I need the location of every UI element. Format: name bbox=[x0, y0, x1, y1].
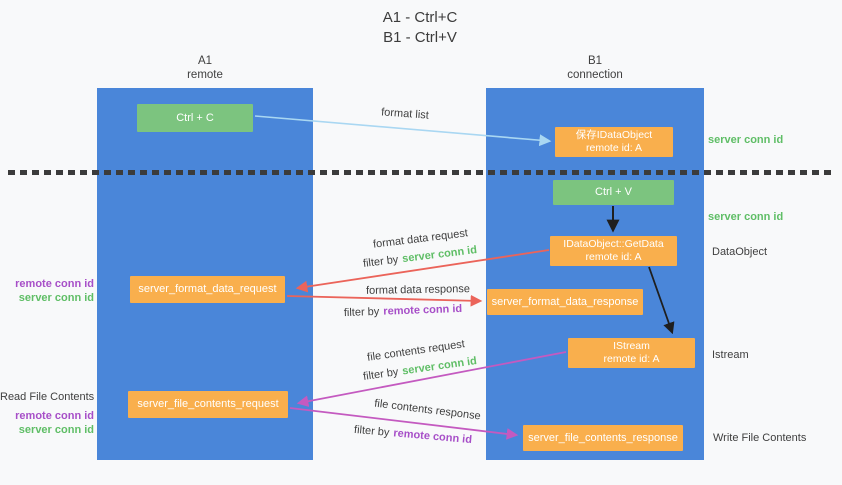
format-data-response-label: format data response bbox=[365, 283, 471, 297]
ctrl-v-label: Ctrl + V bbox=[595, 186, 632, 198]
session-divider-dotted-line bbox=[8, 170, 836, 175]
left-remote-conn-id-label-2: remote conn id bbox=[15, 410, 94, 422]
dataobject-label: DataObject bbox=[712, 246, 768, 258]
lifeline-b1-role: connection bbox=[567, 69, 623, 81]
remote-conn-id-text: remote conn id bbox=[392, 427, 473, 447]
save-idataobject-line2: remote id: A bbox=[585, 142, 643, 154]
lifeline-a1-name: A1 bbox=[197, 55, 213, 67]
right-server-conn-id-label-1: server conn id bbox=[708, 134, 784, 146]
server-conn-id-text: server conn id bbox=[401, 244, 478, 266]
diagram-title: A1 - Ctrl+C B1 - Ctrl+V bbox=[300, 8, 540, 48]
server-file-contents-request-box: server_file_contents_request bbox=[128, 391, 288, 418]
filter-by-text: filter by bbox=[362, 366, 400, 383]
filter-by-text: filter by bbox=[343, 305, 380, 320]
lifeline-a1-role: remote bbox=[187, 69, 223, 81]
left-remote-conn-id-label-1: remote conn id bbox=[15, 278, 94, 290]
title-line-1: A1 - Ctrl+C bbox=[382, 9, 458, 26]
server-format-data-response-label: server_format_data_response bbox=[491, 295, 639, 308]
remote-conn-id-text: remote conn id bbox=[383, 302, 463, 318]
server-file-contents-response-box: server_file_contents_response bbox=[523, 425, 683, 451]
left-server-conn-id-label-1: server conn id bbox=[18, 292, 94, 304]
filter-by-text: filter by bbox=[353, 423, 390, 439]
save-idataobject-line1: 保存IDataObject bbox=[575, 129, 653, 141]
ctrl-c-box: Ctrl + C bbox=[137, 104, 253, 132]
idataobject-getdata-box: IDataObject::GetData remote id: A bbox=[550, 236, 677, 266]
read-file-contents-label: Read File Contents bbox=[0, 391, 95, 403]
write-file-contents-label: Write File Contents bbox=[713, 432, 807, 444]
server-conn-id-text: server conn id bbox=[401, 355, 478, 378]
title-line-2: B1 - Ctrl+V bbox=[383, 29, 457, 46]
left-server-conn-id-label-2: server conn id bbox=[18, 424, 94, 436]
filter-by-text: filter by bbox=[362, 253, 400, 270]
ctrl-c-label: Ctrl + C bbox=[176, 111, 214, 124]
right-server-conn-id-label-2: server conn id bbox=[708, 211, 784, 223]
istream-side-label: Istream bbox=[712, 349, 749, 361]
format-list-label: format list bbox=[380, 106, 430, 122]
istream-line2: remote id: A bbox=[603, 353, 660, 365]
lifeline-b1-header: B1 connection bbox=[486, 54, 704, 82]
server-format-data-response-box: server_format_data_response bbox=[487, 289, 643, 315]
lifeline-b1-name: B1 bbox=[587, 55, 603, 67]
server-file-contents-response-label: server_file_contents_response bbox=[528, 431, 678, 444]
file-contents-response-label: file contents response bbox=[373, 397, 482, 423]
istream-line1: IStream bbox=[613, 340, 650, 352]
save-idataobject-box: 保存IDataObject remote id: A bbox=[555, 127, 673, 157]
getdata-line2: remote id: A bbox=[585, 251, 642, 263]
format-data-response-arrow bbox=[286, 294, 483, 307]
istream-box: IStream remote id: A bbox=[568, 338, 695, 368]
lifeline-a1-header: A1 remote bbox=[97, 54, 313, 82]
ctrl-v-box: Ctrl + V bbox=[553, 180, 674, 205]
getdata-line1: IDataObject::GetData bbox=[563, 238, 664, 250]
server-format-data-request-box: server_format_data_request bbox=[130, 276, 285, 303]
server-format-data-request-label: server_format_data_request bbox=[138, 283, 277, 295]
server-file-contents-request-label: server_file_contents_request bbox=[137, 398, 279, 410]
